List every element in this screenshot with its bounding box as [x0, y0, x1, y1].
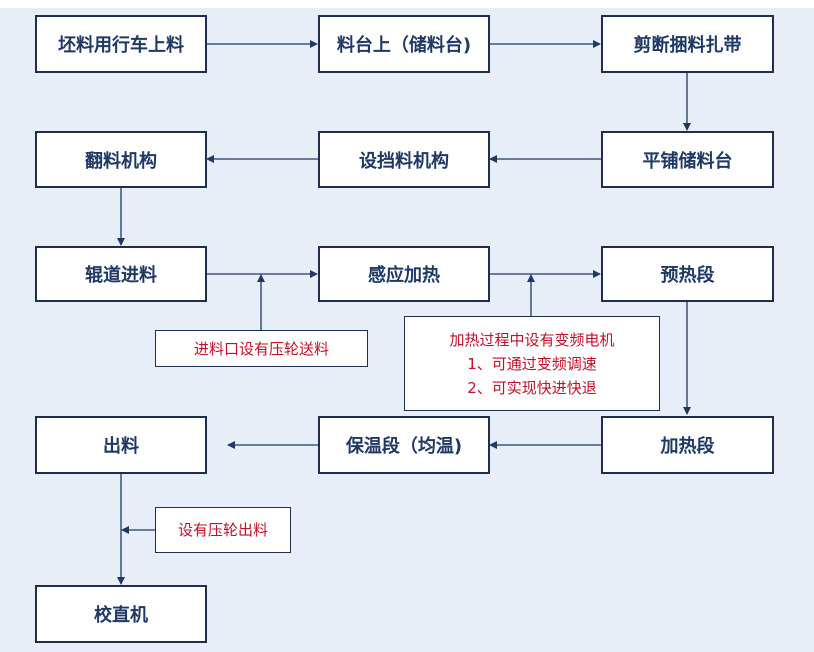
step-label: 剪断捆料扎带	[633, 35, 742, 56]
step-stopper-mechanism: 设挡料机构	[318, 131, 490, 188]
step-label: 设挡料机构	[359, 150, 449, 172]
step-straightener: 校直机	[35, 585, 207, 643]
step-label: 出料	[103, 436, 139, 457]
note-line-1: 1、可通过变频调速	[467, 354, 597, 373]
step-turnover-mechanism: 翻料机构	[35, 131, 207, 188]
step-label: 加热段	[660, 436, 715, 457]
step-label: 预热段	[660, 265, 715, 286]
note-text: 设有压轮出料	[177, 521, 268, 539]
step-label: 校直机	[94, 605, 148, 626]
step-label: 料台上（储料台)	[336, 35, 472, 56]
step-label: 保温段（均温)	[345, 436, 463, 457]
step-label: 感应加热	[368, 265, 440, 286]
step-induction-heating: 感应加热	[318, 246, 490, 302]
step-label: 坯料用行车上料	[58, 35, 184, 56]
step-label: 平铺储料台	[642, 150, 733, 172]
step-cut-bundle-straps: 剪断捆料扎带	[601, 15, 774, 73]
note-line-2: 2、可实现快进快退	[467, 378, 597, 397]
note-feed-press-wheel: 进料口设有压轮送料	[155, 330, 368, 367]
step-heating-section: 加热段	[601, 416, 774, 474]
step-storage-table: 料台上（储料台)	[318, 15, 490, 73]
step-soaking-section: 保温段（均温)	[318, 416, 490, 474]
step-label: 辊道进料	[85, 265, 157, 286]
note-title: 加热过程中设有变频电机	[449, 330, 615, 349]
note-discharge-press-wheel: 设有压轮出料	[155, 507, 291, 553]
step-discharge: 出料	[35, 416, 207, 474]
step-billet-crane-loading: 坯料用行车上料	[35, 15, 207, 73]
note-heating-vfd: 加热过程中设有变频电机 1、可通过变频调速 2、可实现快进快退	[404, 316, 660, 411]
top-strip	[0, 0, 814, 8]
step-roller-feeding: 辊道进料	[35, 246, 207, 302]
step-preheat-section: 预热段	[601, 246, 774, 302]
step-label: 翻料机构	[85, 150, 157, 172]
step-flat-storage-table: 平铺储料台	[601, 131, 774, 188]
note-text: 进料口设有压轮送料	[193, 339, 329, 358]
